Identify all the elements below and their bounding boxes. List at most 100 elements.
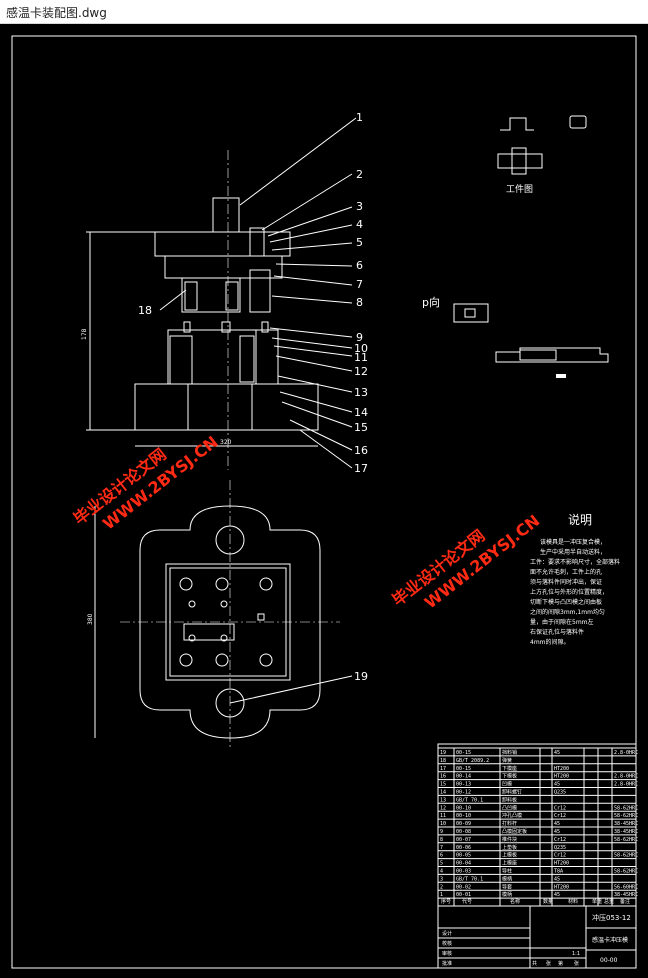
cad-drawing: 178 320 1 2 3 4 5 6 7 8 9 10 11 xyxy=(11,35,638,969)
drawing-canvas[interactable]: 178 320 1 2 3 4 5 6 7 8 9 10 11 xyxy=(0,24,648,978)
workpiece-label: 工件图 xyxy=(506,183,533,195)
svg-text:178: 178 xyxy=(81,328,88,340)
bom-cell: GB/T 70.1 xyxy=(456,797,483,803)
bom-cell: 00-06 xyxy=(456,845,471,851)
bom-cell: 推件块 xyxy=(502,836,517,843)
note-line-5: 须与落料件同时冲出，保证 xyxy=(530,578,602,586)
bom-cell: 2.8-0HRC xyxy=(614,782,638,788)
footer-total: 共 xyxy=(532,960,537,967)
bom-cell: Q235 xyxy=(554,845,566,851)
bom-header-unit-weight: 单重 xyxy=(592,898,602,905)
note-line-4: 面不允许毛刺，工件上的孔 xyxy=(530,568,602,576)
bom-cell: 19 xyxy=(440,750,446,756)
bom-cell: 下模板 xyxy=(502,773,517,780)
bom-cell: 13 xyxy=(440,797,446,803)
bom-cell: Cr12 xyxy=(554,805,566,811)
bom-cell: 凸模固定板 xyxy=(502,828,527,835)
plan-view: 380 xyxy=(87,480,340,750)
bom-cell: 00-15 xyxy=(456,766,471,772)
bom-cell: 6 xyxy=(440,853,443,859)
bom-cell: HT200 xyxy=(554,884,569,890)
bom-cell: 45 xyxy=(554,821,560,827)
bom-header-qty: 数量 xyxy=(543,898,553,905)
bom-cell: 58-62HRC xyxy=(614,853,638,859)
bom-cell: 下模座 xyxy=(502,765,517,772)
bom-cell: 弹簧 xyxy=(502,757,512,764)
drawing-name: 感温卡冲压模 xyxy=(592,936,628,944)
bom-cell: 00-07 xyxy=(456,837,471,843)
drawing-border xyxy=(11,35,637,969)
drawing-number: 冲压053-12 xyxy=(592,913,631,922)
drawing-scale: 1:1 xyxy=(572,951,580,957)
bom-cell: 冲孔凸模 xyxy=(502,812,522,819)
balloon-17: 17 xyxy=(354,462,368,475)
balloon-12: 12 xyxy=(354,365,368,378)
bom-cell: 00-01 xyxy=(456,892,471,898)
bom-cell: 38-45HRC xyxy=(614,829,638,835)
bom-cell: 4 xyxy=(440,869,443,875)
bom-cell: Cr12 xyxy=(554,813,566,819)
bom-header-remark: 备注 xyxy=(620,898,630,905)
note-line-11: 4mm的间隙。 xyxy=(530,638,570,646)
bom-cell: 12 xyxy=(440,805,446,811)
bom-header-name: 名称 xyxy=(510,898,520,905)
bom-cell: 58-62HRC xyxy=(614,805,638,811)
footer-design: 设计 xyxy=(442,930,452,937)
bom-cell: 15 xyxy=(440,782,446,788)
bom-cell: 10 xyxy=(440,821,446,827)
bom-cell: 3 xyxy=(440,876,443,882)
bom-cell: 45 xyxy=(554,876,560,882)
note-line-10: 右保证孔位与落料件 xyxy=(530,628,584,636)
balloon-9: 9 xyxy=(356,331,363,344)
bom-header-total-weight: 总重 xyxy=(604,898,614,905)
balloon-leaders xyxy=(159,117,357,704)
p-view-label: p向 xyxy=(422,295,440,309)
balloon-14: 14 xyxy=(354,406,368,419)
bom-cell: 上模板 xyxy=(502,852,517,859)
bom-cell: 58-62HRC xyxy=(614,869,638,875)
sheet-code: 00-00 xyxy=(600,957,618,964)
balloon-5: 5 xyxy=(356,236,363,249)
balloon-4: 4 xyxy=(356,218,363,231)
bom-cell: 16 xyxy=(440,774,446,780)
bom-cell: 38-45HRC xyxy=(614,892,638,898)
bom-cell: 00-02 xyxy=(456,884,471,890)
bom-cell: 00-04 xyxy=(456,861,471,867)
bom-cell: Cr12 xyxy=(554,853,566,859)
balloon-8: 8 xyxy=(356,296,363,309)
bom-header-code: 代号 xyxy=(462,898,472,905)
bom-header-no: 序号 xyxy=(441,898,451,905)
front-section-view: 178 320 xyxy=(81,150,319,470)
balloon-7: 7 xyxy=(356,278,363,291)
bom-cell: 2.8-0HRC xyxy=(614,750,638,756)
bom-cell: 凹模 xyxy=(502,781,512,788)
bom-cell: T8A xyxy=(554,869,563,875)
bom-cell: 打料杆 xyxy=(502,820,517,827)
svg-text:380: 380 xyxy=(87,613,94,625)
footer-sheets: 张 xyxy=(546,960,551,967)
window-title: 感温卡装配图.dwg xyxy=(6,6,107,20)
watermark-left: 毕业设计论文网 WWW.2BYSJ.CN xyxy=(70,432,222,533)
bom-cell: 00-15 xyxy=(456,750,471,756)
bom-cell: 卸料螺钉 xyxy=(502,789,522,796)
bom-cell: 卸料板 xyxy=(502,796,517,803)
bom-cell: 58-62HRC xyxy=(614,837,638,843)
bom-cell: HT200 xyxy=(554,766,569,772)
notes-title: 说明 xyxy=(568,512,592,527)
bom-cell: 7 xyxy=(440,845,443,851)
balloon-10: 10 xyxy=(354,342,368,355)
footer-review: 审核 xyxy=(442,950,452,957)
bom-cell: 00-12 xyxy=(456,790,471,796)
balloon-13: 13 xyxy=(354,386,368,399)
footer-sheet: 张 xyxy=(574,960,579,967)
bom-cell: Q235 xyxy=(554,790,566,796)
bom-cell: GB/T 70.1 xyxy=(456,876,483,882)
balloon-6: 6 xyxy=(356,259,363,272)
note-line-2: 生产中采用半自动送料， xyxy=(540,548,606,556)
bom-cell: 38-45HRC xyxy=(614,821,638,827)
bom-cell: 00-10 xyxy=(456,805,471,811)
watermark-right: 毕业设计论文网 WWW.2BYSJ.CN xyxy=(388,511,543,612)
bom-cell: HT200 xyxy=(554,774,569,780)
balloon-2: 2 xyxy=(356,168,363,181)
